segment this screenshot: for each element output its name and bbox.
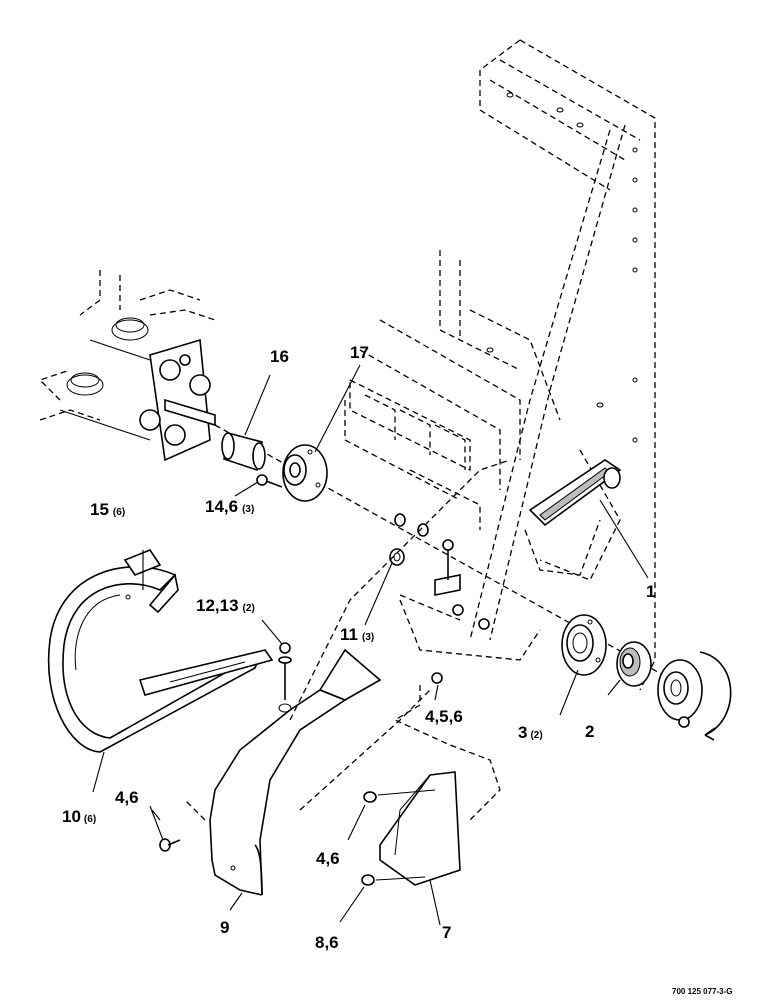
bolt-part-12-13 [278,642,292,700]
callout-2: 2 [585,722,594,741]
bolt-part-14 [256,474,283,488]
flange-part-3 [561,614,607,676]
bearing-part-2 [616,641,652,687]
flange-outer [657,651,732,741]
callout-15: 15(6) [90,500,125,519]
callout-12-13: 12,13(2) [196,596,255,615]
callout-4-6-left: 4,6 [115,788,139,807]
stripper-bar-part-1 [524,459,622,576]
callout-17: 17 [350,343,369,362]
spacer-part-11 [389,513,429,566]
callout-10: 10(6) [62,807,96,826]
callout-1: 1 [646,582,655,601]
bolt-part-8-6 [361,874,375,886]
callout-9: 9 [220,918,229,937]
clip-part-15 [123,549,162,590]
callout-labels: 16 17 15(6) 14,6(3) 12,13(2) 11(3) 1 4,5… [62,343,655,952]
drawing-code: 700 125 077-3-G [672,987,733,996]
shield-part-7 [375,685,501,886]
strap-arm [138,649,274,696]
callout-7: 7 [442,923,451,942]
bracket-hardware [431,539,490,684]
callout-3: 3(2) [518,723,543,742]
callout-16: 16 [270,347,289,366]
bushing-part-16 [221,431,266,472]
leader-lines [92,364,649,926]
slat-assembly [349,378,481,621]
callout-4-6-right: 4,6 [316,849,340,868]
gearbox-assembly [38,270,216,462]
callout-8-6: 8,6 [315,933,339,952]
flange-part-17 [282,444,328,502]
callout-4-5-6: 4,5,6 [425,707,463,726]
strap-part-10 [47,566,264,753]
callout-14-6: 14,6(3) [205,497,254,516]
bolt-part-4-6-right [363,791,377,803]
machine-frame [344,39,656,691]
callout-11: 11(3) [340,625,374,644]
bolt-part-4-6-left [159,838,181,852]
